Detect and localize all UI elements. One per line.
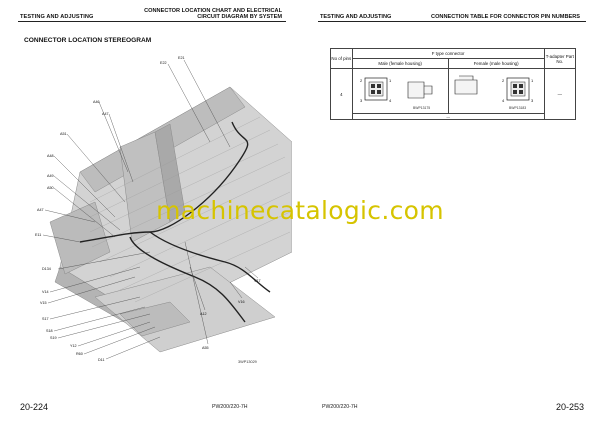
- left-model: PW200/220-7H: [212, 404, 248, 410]
- left-header-chapter-line-2: CIRCUIT DIAGRAM BY SYSTEM: [197, 14, 282, 21]
- female-pin-number: 1: [531, 78, 534, 83]
- connector-label: A49: [47, 174, 54, 178]
- connector-stereogram-figure: E22 E21 A46 A47 A51 A48 A49 A50 A47 E11 …: [35, 56, 292, 362]
- right-model: PW200/220-7H: [322, 404, 358, 410]
- right-page: TESTING AND ADJUSTING CONNECTION TABLE F…: [300, 0, 600, 424]
- connector-label: A46: [93, 100, 100, 104]
- row-pins-value: 4: [330, 68, 353, 120]
- male-pin-number: 4: [389, 98, 392, 103]
- female-pin-number: 2: [502, 78, 505, 83]
- connector-label: V16: [238, 300, 245, 304]
- col-female-header: Female (male housing): [447, 58, 545, 69]
- connector-label: D11: [98, 358, 105, 362]
- female-pin-number: 3: [531, 98, 534, 103]
- male-pin-number: 1: [389, 78, 392, 83]
- left-header-rule: [18, 21, 286, 22]
- connector-label: S17: [42, 317, 49, 321]
- right-page-number: 20-253: [555, 402, 584, 412]
- female-connector-drawing: 2 1 4 3 BWP13183: [447, 68, 545, 114]
- left-header-section: TESTING AND ADJUSTING: [20, 14, 94, 20]
- figure-code: 3WP13029: [238, 360, 257, 364]
- female-connector-icon: 2 1 4 3 BWP13183: [454, 75, 534, 110]
- connector-label: Y12: [70, 344, 77, 348]
- section-title: CONNECTOR LOCATION STEREOGRAM: [24, 37, 152, 44]
- female-code: BWP13183: [509, 106, 526, 110]
- watermark-text: machinecatalogic.com: [156, 196, 444, 225]
- left-page-number: 20-224: [20, 402, 49, 412]
- connector-label: A50: [47, 186, 54, 190]
- connector-label: A47: [37, 208, 44, 212]
- col-pins-header: No of pins: [330, 48, 353, 69]
- connector-label: A47: [102, 112, 109, 116]
- connector-label: V15: [40, 301, 47, 305]
- connector-label: S19: [50, 336, 57, 340]
- col-tadapter-header: T-adapter Part No.: [543, 48, 577, 69]
- connector-label: D134: [42, 267, 51, 271]
- connector-label: V14: [42, 290, 49, 294]
- connector-label: V17: [254, 279, 261, 283]
- female-pin-number: 4: [502, 98, 505, 103]
- tadapter-value: —: [543, 68, 577, 120]
- connector-label: R60: [76, 352, 83, 356]
- male-pin-number: 2: [360, 78, 363, 83]
- male-code: BWP13175: [413, 106, 430, 110]
- connector-pin-table: No of pins F type connector T-adapter Pa…: [330, 48, 577, 120]
- connector-label: E11: [35, 233, 41, 237]
- connector-label: A12: [200, 312, 207, 316]
- left-header-chapter: CONNECTOR LOCATION CHART AND ELECTRICAL …: [144, 8, 282, 21]
- right-header-rule: [318, 21, 586, 22]
- connector-label: A48: [47, 154, 54, 158]
- left-header-chapter-line-1: CONNECTOR LOCATION CHART AND ELECTRICAL: [144, 8, 282, 14]
- connector-label: A51: [60, 132, 67, 136]
- male-pin-number: 3: [360, 98, 363, 103]
- connector-label: E22: [160, 61, 167, 65]
- group-header: F type connector: [351, 48, 545, 59]
- right-header-section: TESTING AND ADJUSTING: [320, 14, 392, 20]
- connector-labels: E22 E21 A46 A47 A51 A48 A49 A50 A47 E11 …: [35, 56, 261, 362]
- footer-value: —: [351, 113, 545, 120]
- male-connector-drawing: 2 1 3 4 BWP13175: [351, 68, 449, 114]
- connector-label: A55: [202, 346, 209, 350]
- left-page: TESTING AND ADJUSTING CONNECTOR LOCATION…: [18, 8, 292, 412]
- right-header-chapter: CONNECTION TABLE FOR CONNECTOR PIN NUMBE…: [431, 14, 580, 20]
- connector-label: E21: [178, 56, 185, 60]
- connector-label: S18: [46, 329, 53, 333]
- col-male-header: Male (female housing): [351, 58, 449, 69]
- male-connector-icon: 2 1 3 4 BWP13175: [360, 77, 432, 110]
